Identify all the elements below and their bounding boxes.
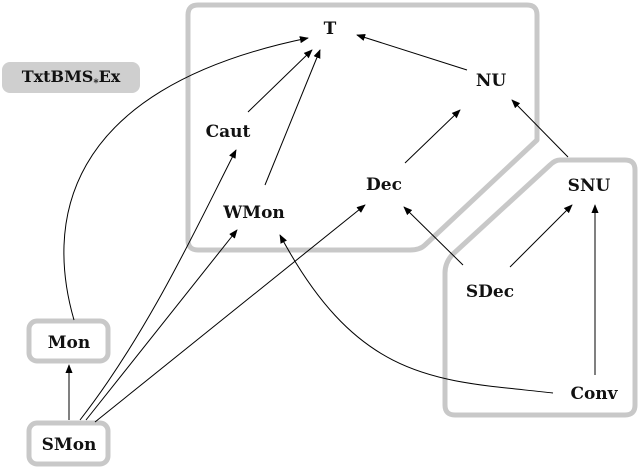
node-wmon: WMon: [222, 203, 285, 223]
node-nu: NU: [476, 71, 507, 91]
edge-caut-t: [247, 49, 313, 113]
edge-snu-nu: [511, 99, 569, 158]
edge-mon-t: [63, 36, 309, 321]
svg-text:TxtBMS*Ex: TxtBMS*Ex: [22, 67, 121, 89]
edge-sdec-snu: [509, 204, 573, 268]
edge-nu-t: [356, 34, 468, 71]
node-caut: Caut: [206, 122, 251, 142]
node-conv: Conv: [570, 384, 618, 404]
tag-main: TxtBMS: [22, 67, 94, 86]
region-upper: [185, 2, 540, 253]
edge-dec-nu: [404, 109, 461, 164]
region-lower-right: [442, 157, 638, 418]
edge-smon-caut: [79, 149, 237, 421]
system-tag: TxtBMS*Ex: [2, 62, 140, 93]
node-sdec: SDec: [466, 282, 514, 302]
edges: [63, 34, 599, 423]
mon-box: [26, 318, 111, 364]
node-smon: SMon: [42, 435, 97, 455]
tag-tail: Ex: [99, 67, 121, 86]
node-t: T: [324, 19, 337, 39]
edge-smon-dec: [94, 204, 366, 423]
node-mon: Mon: [48, 333, 91, 353]
smon-box: [26, 420, 111, 467]
edge-sdec-dec: [403, 206, 464, 266]
node-snu: SNU: [568, 176, 611, 196]
edge-conv-wmon: [279, 234, 554, 394]
edge-wmon-t: [264, 49, 321, 186]
tag-subscript: *: [93, 78, 99, 89]
edge-smon-wmon: [85, 229, 238, 421]
node-dec: Dec: [366, 175, 402, 195]
